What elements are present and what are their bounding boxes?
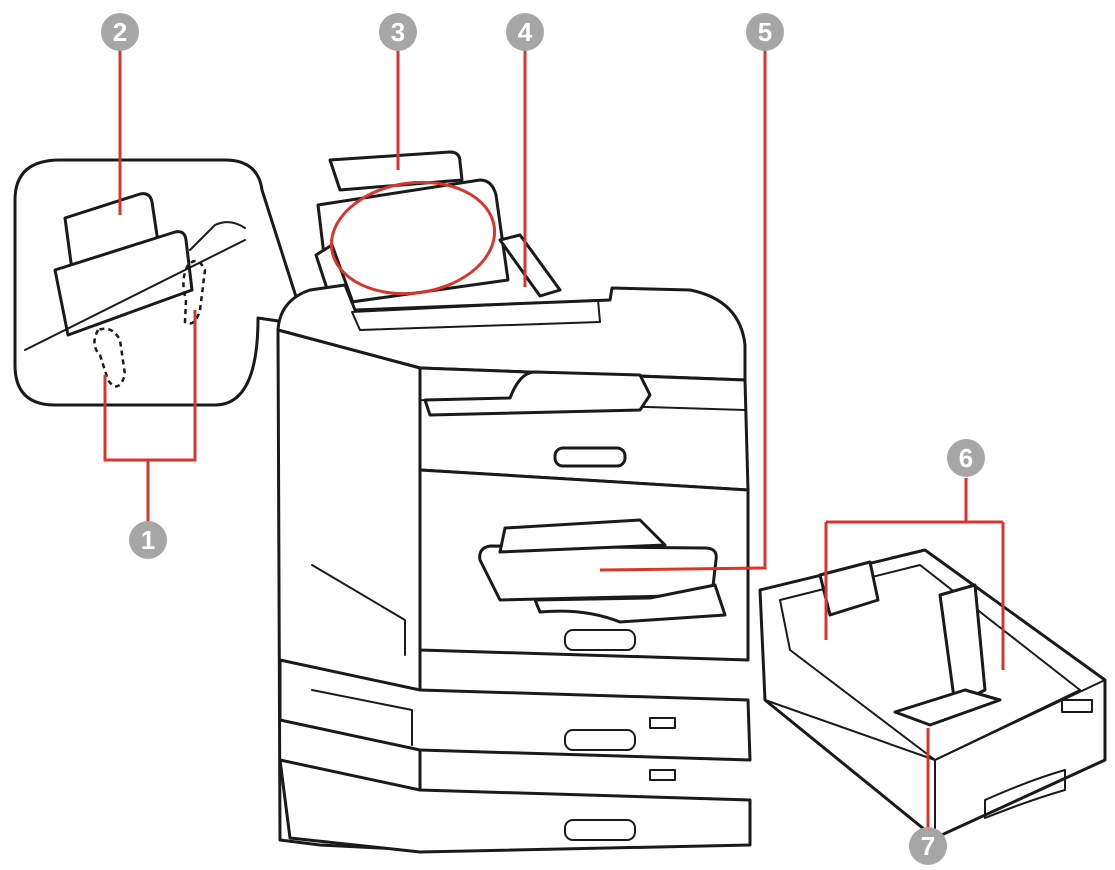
callout-badge-6: 6 <box>947 439 985 477</box>
cassette-outer <box>758 548 1107 840</box>
cassette-2-handle <box>564 729 636 751</box>
optional-cassette-unit-2 <box>278 758 752 854</box>
callout-ellipse-3 <box>329 180 497 296</box>
callout-line-6 <box>824 478 1005 670</box>
printer-body <box>276 150 752 854</box>
control-panel <box>423 370 652 417</box>
cassette-1-slot <box>311 564 406 656</box>
cassette-3-label <box>649 769 676 781</box>
inset-paper-support-front <box>53 230 194 337</box>
optional-cassette-unit-1 <box>278 658 752 762</box>
callout-badge-2: 2 <box>101 13 139 51</box>
callout-badge-5: 5 <box>746 13 784 51</box>
feeder-slot <box>351 299 601 331</box>
cassette-2-slot <box>311 689 413 746</box>
cassette-2-label <box>649 717 676 729</box>
callout-badge-4: 4 <box>506 13 544 51</box>
multipurpose-tray <box>478 544 718 602</box>
multipurpose-tray-extension <box>533 583 727 624</box>
cassette-front-label <box>1061 699 1093 713</box>
cassette-front-handle <box>984 769 1066 819</box>
callout-lines <box>103 48 1005 835</box>
cassette-front-face <box>764 679 1106 839</box>
cassette-length-guide <box>893 688 1002 727</box>
callout-number-1: 1 <box>141 525 155 555</box>
callout-number-3: 3 <box>391 17 405 47</box>
callout-badge-3: 3 <box>379 13 417 51</box>
cassette-3-handle <box>564 819 636 841</box>
paper-cassette <box>758 548 1107 840</box>
inset-edge-guide-left <box>93 327 127 388</box>
cassette-edge-guide-side <box>938 583 987 707</box>
multipurpose-tray-inner <box>498 518 667 554</box>
callout-number-6: 6 <box>959 443 973 473</box>
cassette-1-handle <box>564 629 636 651</box>
front-cover-handle <box>553 446 627 468</box>
callout-number-2: 2 <box>113 17 127 47</box>
callout-number-4: 4 <box>518 17 533 47</box>
rear-feeder-guide-right <box>498 233 562 298</box>
callout-badge-7: 7 <box>909 827 947 865</box>
callout-number-7: 7 <box>921 831 935 861</box>
printer-top <box>276 283 747 382</box>
rear-paper-support-top <box>328 150 464 192</box>
inset-printer-edge <box>24 221 246 351</box>
rear-paper-support <box>316 178 510 307</box>
callout-line-1 <box>103 310 197 528</box>
callout-badge-1: 1 <box>129 521 167 559</box>
callout-line-5 <box>599 48 767 572</box>
inset-detail <box>13 158 307 407</box>
callout-number-5: 5 <box>758 17 772 47</box>
inset-paper-support-back <box>63 192 160 272</box>
